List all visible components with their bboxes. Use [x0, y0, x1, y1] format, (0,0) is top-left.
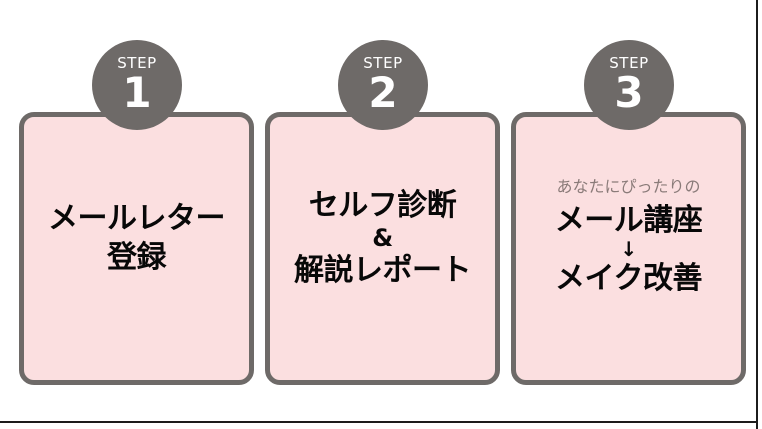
step-card-1-line-1: メールレター [48, 200, 226, 236]
step-badge-1: STEP 1 [92, 40, 182, 130]
step-item-1: メールレター 登録 STEP 1 [19, 40, 254, 385]
step-card-2-line-1: セルフ診断 [308, 187, 457, 223]
step-card-2: セルフ診断 & 解説レポート [265, 112, 500, 385]
step-badge-2-label: STEP [363, 54, 403, 72]
step-card-2-line-3: 解説レポート [294, 252, 472, 288]
steps-row: メールレター 登録 STEP 1 セルフ診断 & 解説レポート STEP 2 [19, 40, 746, 385]
step-badge-1-number: 1 [122, 68, 152, 117]
step-card-3-line-1: メール講座 [554, 202, 703, 238]
step-badge-3: STEP 3 [584, 40, 674, 130]
step-card-1: メールレター 登録 [19, 112, 254, 385]
down-arrow-icon: ↓ [620, 236, 637, 261]
step-badge-1-label: STEP [117, 54, 157, 72]
step-card-1-line-2: 登録 [107, 239, 167, 275]
step-card-1-body: メールレター 登録 [24, 117, 249, 380]
step-card-2-body: セルフ診断 & 解説レポート [270, 117, 495, 380]
step-badge-3-number: 3 [614, 68, 644, 117]
step-card-3-line-2: メイク改善 [555, 260, 702, 296]
step-card-3-body: あなたにぴったりの メール講座 ↓ メイク改善 [516, 117, 741, 380]
step-badge-3-label: STEP [609, 54, 649, 72]
frame-right-line [756, 0, 758, 429]
step-badge-2-number: 2 [368, 68, 398, 117]
step-item-3: あなたにぴったりの メール講座 ↓ メイク改善 STEP 3 [511, 40, 746, 385]
step-item-2: セルフ診断 & 解説レポート STEP 2 [265, 40, 500, 385]
step-card-3-note: あなたにぴったりの [556, 177, 701, 197]
step-card-2-line-2: & [372, 223, 393, 252]
frame-bottom-line [0, 421, 758, 423]
step-badge-2: STEP 2 [338, 40, 428, 130]
step-card-3: あなたにぴったりの メール講座 ↓ メイク改善 [511, 112, 746, 385]
